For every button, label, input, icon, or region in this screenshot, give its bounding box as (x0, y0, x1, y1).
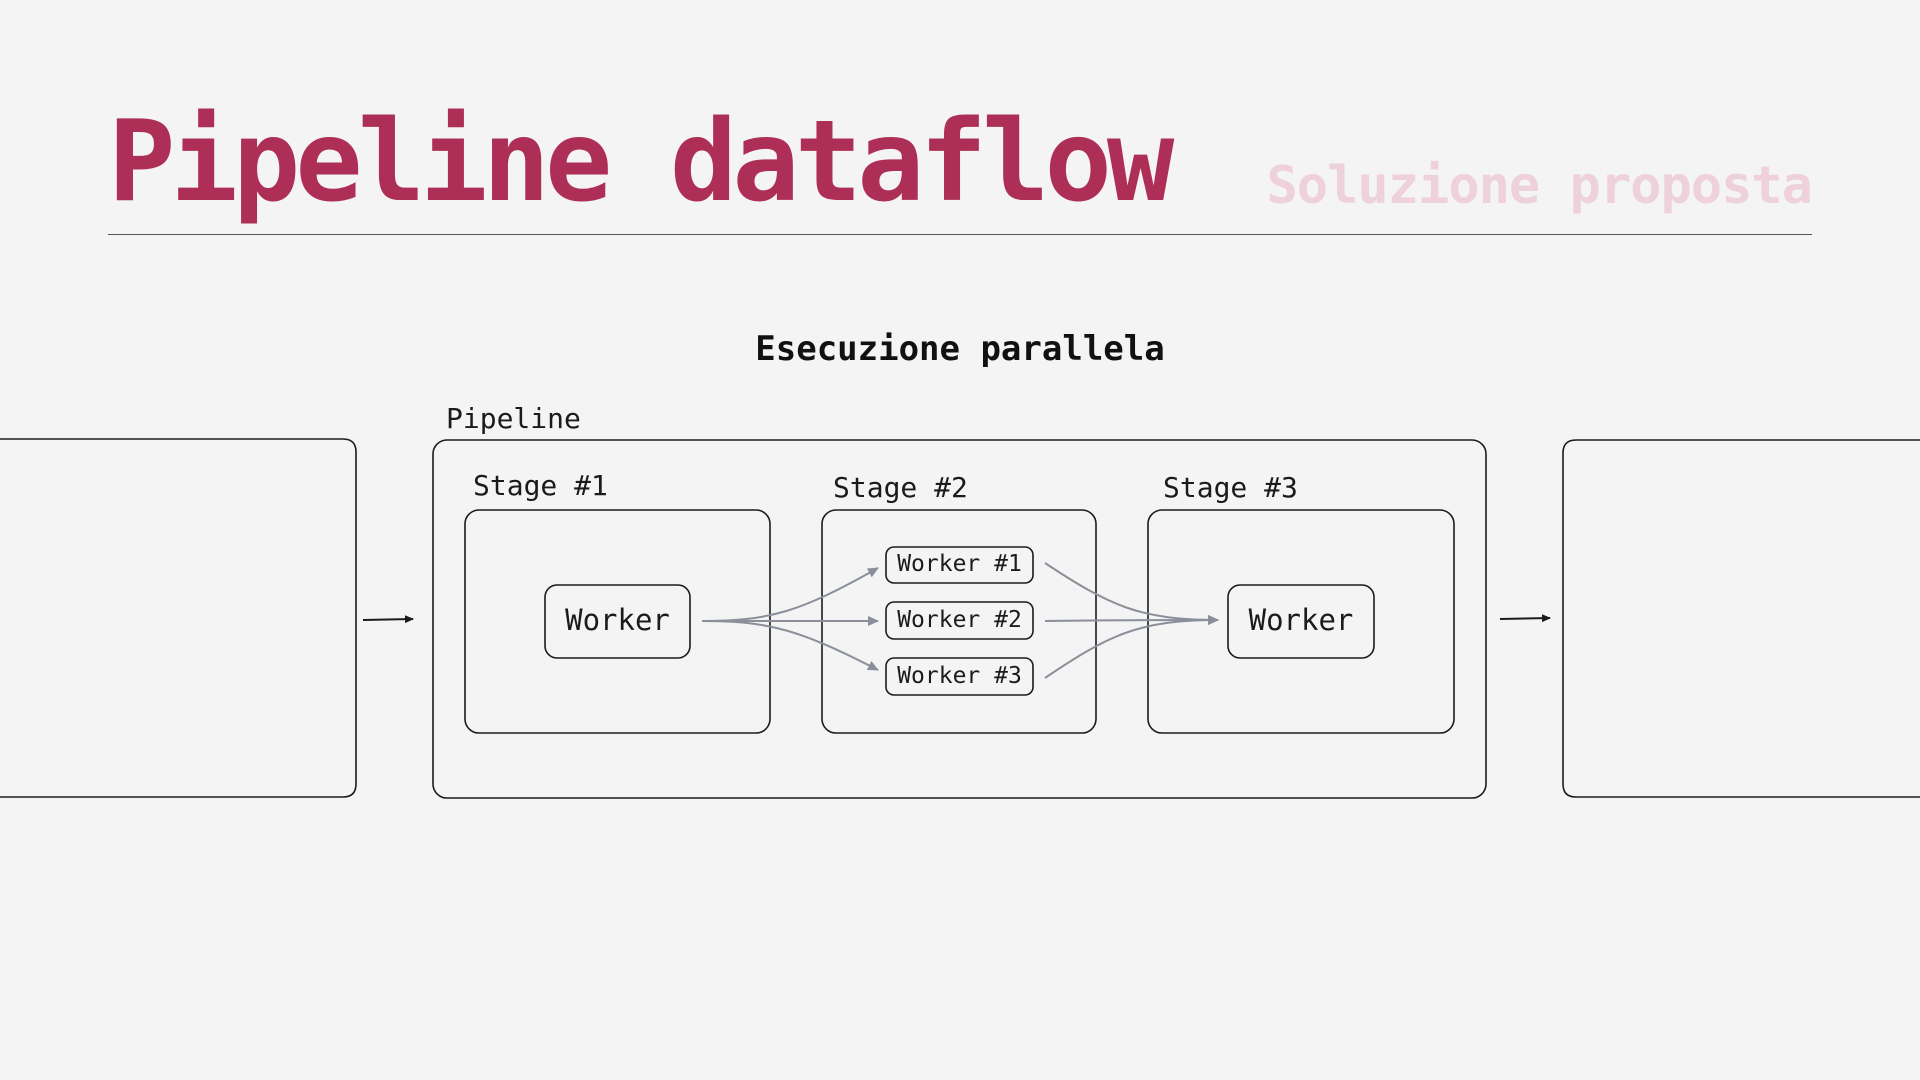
fan-out-arrow-1 (701, 567, 879, 622)
stage-1-label: Stage #1 (473, 469, 608, 502)
stage-2-worker-3-label: Worker #3 (897, 663, 1022, 689)
pipeline-label: Pipeline (446, 402, 581, 435)
slide-title: Pipeline dataflow (108, 97, 1174, 227)
title-divider (108, 234, 1812, 235)
stage-2-worker-1-label: Worker #1 (897, 551, 1022, 577)
stage-3-label: Stage #3 (1163, 471, 1298, 504)
fan-in-arrow-2 (1044, 615, 1219, 626)
output-arrow (1499, 614, 1551, 623)
stage-2-worker-2-label: Worker #2 (897, 607, 1022, 633)
next-pipeline-box (1562, 439, 1920, 798)
fan-in-arrow-1 (1044, 562, 1219, 625)
fan-in-arrow-3 (1044, 615, 1219, 679)
fan-out-arrow-3 (701, 620, 879, 671)
input-arrow (362, 615, 414, 624)
stage-2-label: Stage #2 (833, 471, 968, 504)
stage-1-worker-label: Worker (565, 603, 670, 637)
diagram-heading: Esecuzione parallela (755, 329, 1165, 369)
slide-subtitle: Soluzione proposta (1266, 156, 1813, 216)
previous-pipeline-box (0, 438, 357, 798)
stage-3-worker-label: Worker (1248, 603, 1354, 637)
